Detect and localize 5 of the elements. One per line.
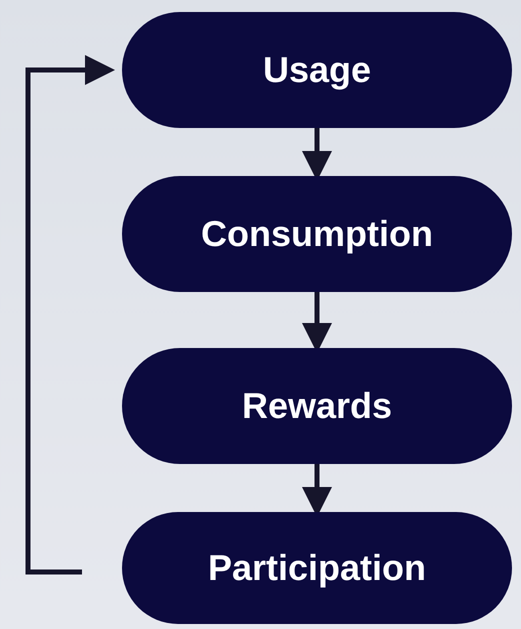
step-label: Usage	[262, 48, 372, 92]
step-label: Rewards	[242, 384, 392, 428]
step-label: Consumption	[201, 212, 433, 256]
step-label: Participation	[208, 546, 426, 590]
arrow	[26, 55, 115, 574]
